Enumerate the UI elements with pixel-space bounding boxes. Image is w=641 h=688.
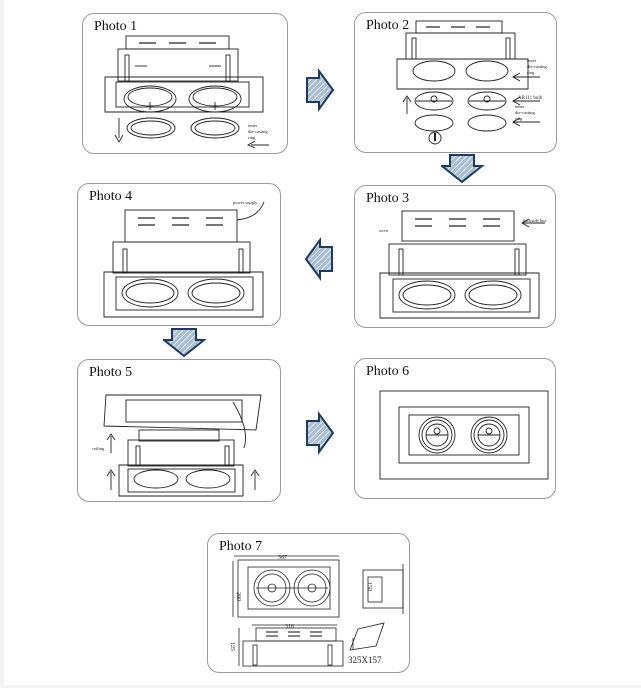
page-edge-left — [0, 0, 4, 688]
step-panel-photo3: Photo 3 backside box screw — [354, 185, 556, 328]
dim-depth: 150 — [366, 582, 372, 591]
step-title: Photo 4 — [89, 189, 133, 204]
step-panel-photo1: Photo 1 inner die-casting ring — [82, 13, 288, 154]
power-supply-drawing: power supply — [103, 200, 265, 318]
label-inner-ring: inner — [248, 123, 258, 128]
step-title: Photo 6 — [366, 364, 410, 379]
svg-text:ring: ring — [515, 116, 523, 121]
arrow-down-icon — [163, 328, 207, 358]
dim-box-width: 316 — [285, 624, 294, 630]
label-outer-ring: outer — [527, 58, 537, 63]
installed-fixture-drawing — [379, 390, 549, 480]
arrow-left-icon — [304, 237, 333, 281]
label-screw: screw — [379, 228, 388, 233]
step-panel-photo7: Photo 7 367 200 150 316 125 325X157 — [207, 533, 410, 673]
label-inner-ring: inner — [515, 104, 525, 109]
page-edge-bottom — [0, 685, 641, 688]
backside-box-drawing: backside box screw — [379, 210, 547, 319]
dim-box-height: 125 — [229, 642, 235, 651]
label-power-supply: power supply — [233, 200, 258, 205]
step-title: Photo 7 — [219, 539, 263, 554]
step-title: Photo 1 — [94, 19, 138, 34]
arrow-right-icon — [306, 69, 335, 111]
arrow-right-icon — [306, 411, 335, 455]
svg-text:die-casting: die-casting — [248, 129, 268, 134]
arrow-down-icon — [441, 154, 485, 184]
bulb-installation-drawing: outer die-casting ring AR111 bulb inner … — [396, 20, 547, 145]
step-panel-photo5: Photo 5 ceiling — [77, 359, 281, 502]
luminaire-exploded-drawing: inner die-casting ring — [104, 35, 269, 149]
step-panel-photo6: Photo 6 — [354, 358, 556, 499]
step-panel-photo2: Photo 2 outer die-casting ring AR111 bul… — [354, 12, 557, 153]
dimension-drawing: 367 200 150 316 125 325X157 — [229, 555, 404, 667]
dim-width: 367 — [278, 555, 287, 561]
step-title: Photo 3 — [366, 191, 410, 206]
dim-cutout: 325X157 — [348, 655, 382, 665]
step-panel-photo4: Photo 4 power supply — [77, 183, 281, 326]
ceiling-mounting-drawing: ceiling — [92, 394, 262, 497]
label-ar111-bulb: AR111 bulb — [518, 96, 543, 101]
label-backside-box: backside box — [523, 218, 547, 223]
label-ceiling: ceiling — [92, 446, 105, 451]
svg-text:die-casting: die-casting — [515, 110, 535, 115]
step-title: Photo 2 — [366, 18, 410, 33]
svg-text:ring: ring — [248, 135, 256, 140]
step-title: Photo 5 — [89, 365, 133, 380]
svg-text:ring: ring — [527, 70, 535, 75]
svg-text:die-casting: die-casting — [527, 64, 547, 69]
